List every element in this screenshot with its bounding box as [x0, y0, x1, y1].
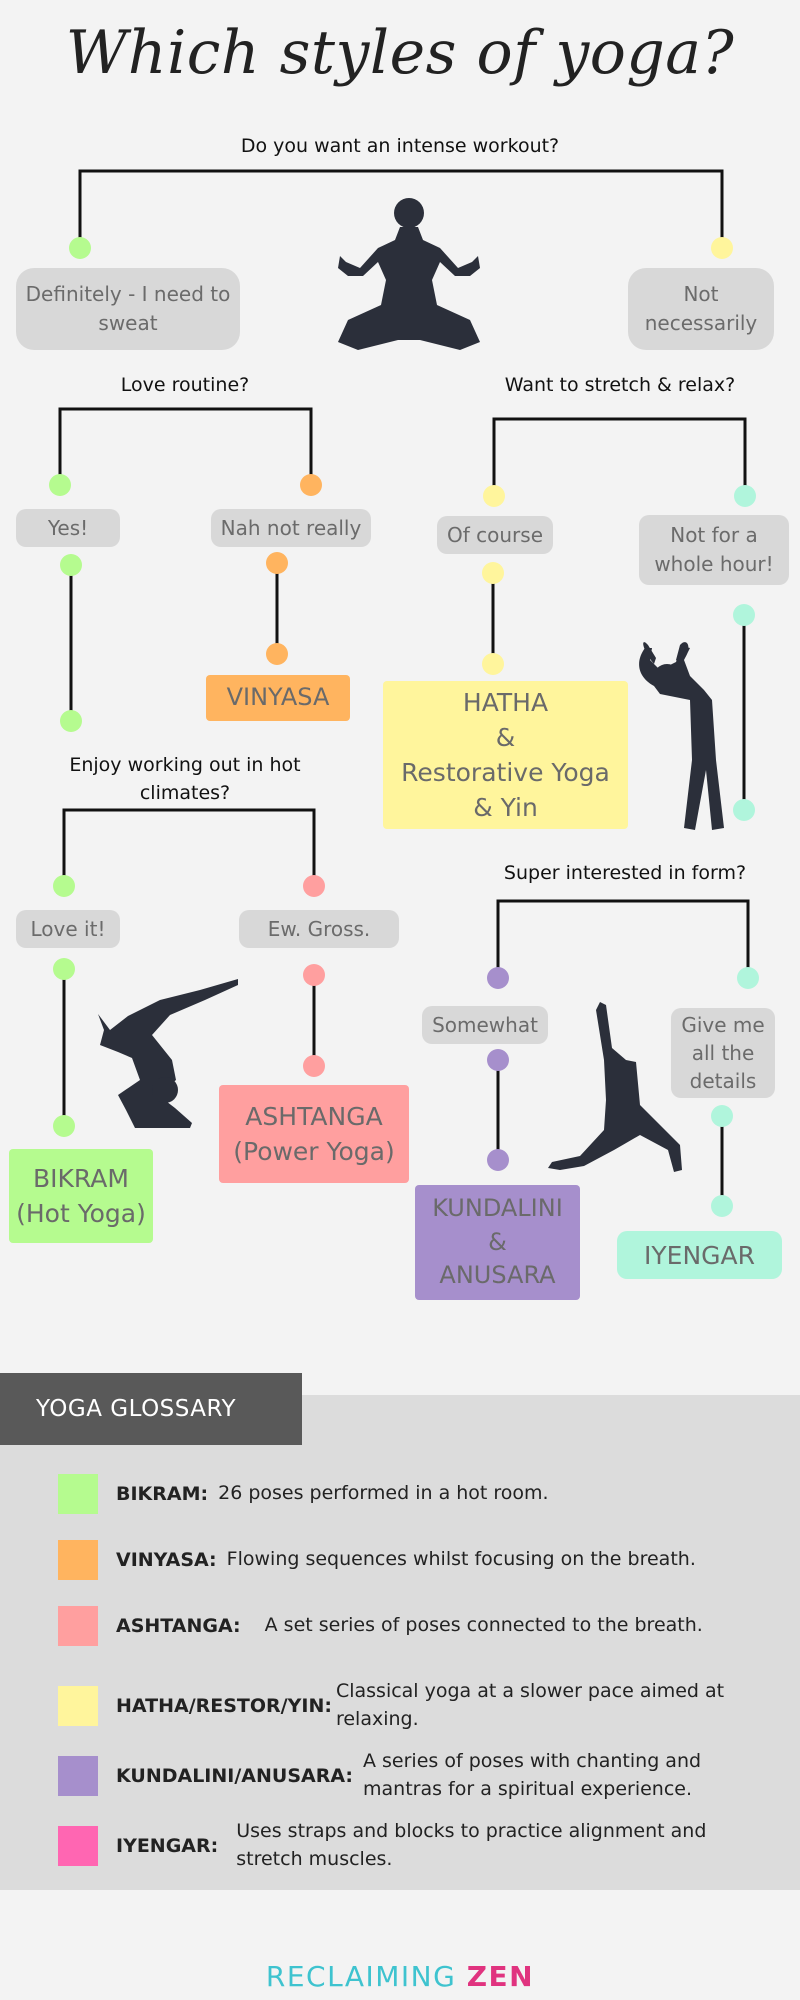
result-iyengar: IYENGAR	[617, 1231, 782, 1279]
page-title: Which styles of yoga?	[65, 18, 735, 88]
glossary-key: VINYASA:	[116, 1549, 217, 1571]
node-dot	[49, 474, 71, 496]
answer-give-details: Give me all the details	[671, 1008, 775, 1098]
answer-ew-gross: Ew. Gross.	[239, 910, 399, 948]
answer-of-course: Of course	[437, 516, 553, 554]
node-dot	[711, 237, 733, 259]
glossary-definition: Flowing sequences whilst focusing on the…	[226, 1548, 696, 1571]
node-dot	[734, 485, 756, 507]
glossary-definition: Classical yoga at a slower pace aimed at…	[335, 1680, 725, 1730]
question-hot-climates: Enjoy working out in hot climates?	[69, 754, 301, 804]
node-dot	[303, 1055, 325, 1077]
glossary-key: KUNDALINI/ANUSARA:	[116, 1764, 353, 1787]
q4-connector	[62, 808, 316, 886]
node-dot	[733, 799, 755, 821]
glossary-key: BIKRAM:	[116, 1483, 209, 1505]
result-vinyasa: VINYASA	[206, 675, 350, 721]
node-dot	[300, 474, 322, 496]
glossary-definition: A series of poses with chanting and mant…	[363, 1750, 702, 1800]
glossary-definition: A set series of poses connected to the b…	[264, 1614, 703, 1637]
brand-part-2: ZEN	[466, 1960, 535, 1993]
q3-connector	[492, 417, 747, 496]
q1-connector	[78, 169, 724, 248]
glossary-heading: YOGA GLOSSARY	[0, 1373, 302, 1445]
warrior-figure-icon	[548, 1002, 682, 1172]
node-dot	[60, 554, 82, 576]
glossary-swatch	[58, 1825, 98, 1866]
brand-logo-text: RECLAIMING ZEN	[0, 1960, 800, 1993]
question-intense-workout: Do you want an intense workout?	[240, 135, 560, 157]
node-dot	[487, 1049, 509, 1071]
node-dot	[733, 604, 755, 626]
node-dot	[266, 552, 288, 574]
node-dot	[60, 710, 82, 732]
glossary-swatch	[58, 1540, 98, 1580]
node-dot	[737, 967, 759, 989]
answer-yes: Yes!	[16, 509, 120, 547]
glossary-key: ASHTANGA:	[116, 1615, 241, 1637]
glossary-swatch	[58, 1685, 98, 1726]
result-hatha: HATHA & Restorative Yoga & Yin	[383, 681, 628, 829]
glossary-item-hatha: HATHA/RESTOR/YIN: Classical yoga at a sl…	[58, 1678, 798, 1733]
node-dot	[482, 562, 504, 584]
node-dot	[303, 964, 325, 986]
answer-not-necessarily: Not necessarily	[628, 268, 774, 350]
flowchart-connectors	[49, 169, 759, 1217]
glossary-item-kundalini: KUNDALINI/ANUSARA: A series of poses wit…	[58, 1748, 798, 1803]
node-dot	[711, 1195, 733, 1217]
glossary-key: IYENGAR:	[116, 1834, 219, 1857]
glossary-swatch	[58, 1755, 98, 1796]
glossary-key: HATHA/RESTOR/YIN:	[116, 1694, 332, 1717]
answer-definitely: Definitely - I need to sweat	[16, 268, 240, 350]
question-love-routine: Love routine?	[120, 374, 250, 396]
glossary-swatch	[58, 1606, 98, 1646]
glossary-item-bikram: BIKRAM: 26 poses performed in a hot room…	[58, 1474, 798, 1514]
meditation-figure-icon	[338, 198, 480, 350]
node-dot	[69, 237, 91, 259]
forearm-stand-figure-icon	[98, 979, 238, 1128]
result-kundalini: KUNDALINI & ANUSARA	[415, 1185, 580, 1300]
q2-connector	[58, 407, 313, 485]
brand-part-1: RECLAIMING	[265, 1960, 467, 1993]
glossary-swatch	[58, 1474, 98, 1514]
node-dot	[266, 643, 288, 665]
question-form: Super interested in form?	[503, 862, 747, 884]
glossary-panel	[0, 1395, 800, 1890]
question-stretch-relax: Want to stretch & relax?	[504, 374, 736, 396]
node-dot	[711, 1105, 733, 1127]
node-dot	[483, 485, 505, 507]
node-dot	[53, 875, 75, 897]
answer-love-it: Love it!	[16, 910, 120, 948]
result-bikram: BIKRAM (Hot Yoga)	[9, 1149, 153, 1243]
node-dot	[487, 967, 509, 989]
node-dot	[53, 1115, 75, 1137]
answer-nah: Nah not really	[211, 509, 371, 547]
node-dot	[53, 958, 75, 980]
glossary-item-ashtanga: ASHTANGA: A set series of poses connecte…	[58, 1606, 798, 1646]
glossary-item-vinyasa: VINYASA: Flowing sequences whilst focusi…	[58, 1540, 798, 1580]
node-dot	[482, 653, 504, 675]
q5-connector	[496, 899, 750, 978]
glossary-item-iyengar: IYENGAR: Uses straps and blocks to pract…	[58, 1818, 798, 1873]
node-dot	[303, 875, 325, 897]
result-ashtanga: ASHTANGA (Power Yoga)	[219, 1085, 409, 1183]
node-dot	[487, 1149, 509, 1171]
stretch-figure-icon	[639, 642, 724, 830]
answer-not-whole-hour: Not for a whole hour!	[639, 515, 789, 585]
glossary-definition: Uses straps and blocks to practice align…	[236, 1820, 707, 1870]
glossary-definition: 26 poses performed in a hot room.	[218, 1482, 549, 1505]
answer-somewhat: Somewhat	[422, 1006, 548, 1044]
